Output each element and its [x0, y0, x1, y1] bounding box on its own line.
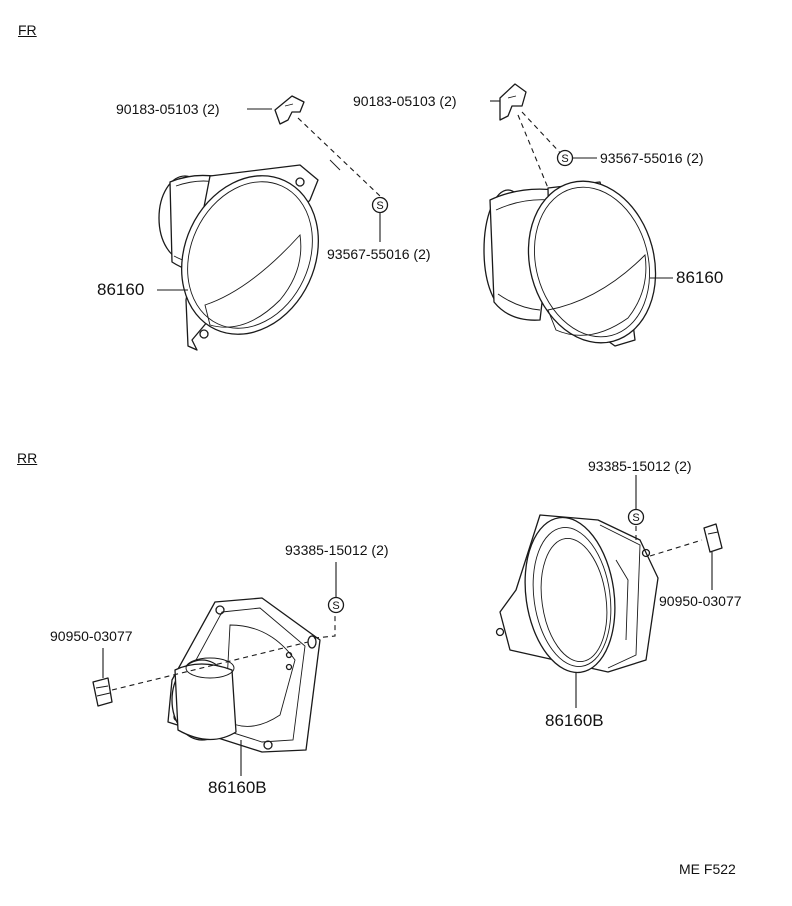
fr-left-speaker: [158, 164, 319, 351]
svg-text:S: S: [632, 512, 639, 524]
rr-left-screw-symbol: S: [327, 596, 345, 614]
fr-right-clip: [499, 83, 527, 121]
mount-hole: [495, 627, 505, 637]
part-number-rr-right-screw: 93385-15012 (2): [588, 458, 692, 474]
fr-right-speaker: [483, 180, 657, 347]
fr-left-screw-symbol: S: [371, 196, 389, 214]
svg-text:S: S: [332, 600, 339, 612]
figure-code: ME F522: [679, 861, 736, 877]
part-number-fr-right-speaker: 86160: [676, 268, 724, 287]
part-number-fr-left-screw: 93567-55016 (2): [327, 246, 431, 262]
mount-hole: [215, 605, 225, 615]
part-number-fr-left-clip: 90183-05103 (2): [116, 101, 220, 117]
part-number-rr-left-speaker: 86160B: [208, 778, 267, 797]
fr-right-screw-symbol: S: [556, 149, 574, 167]
rr-right-speaker: [495, 514, 659, 674]
rr-right-nut: [703, 523, 723, 553]
rr-left-nut: [92, 677, 113, 707]
mount-hole: [295, 177, 305, 187]
fr-left-clip: [274, 95, 305, 125]
mount-hole: [263, 740, 273, 750]
rr-right-screw-symbol: S: [627, 508, 645, 526]
part-number-fr-right-clip: 90183-05103 (2): [353, 93, 457, 109]
mount-hole: [199, 329, 209, 339]
part-number-fr-left-speaker: 86160: [97, 280, 145, 299]
part-number-rr-right-nut: 90950-03077: [659, 593, 742, 609]
rr-left-speaker: [167, 597, 321, 753]
part-number-fr-right-screw: 93567-55016 (2): [600, 150, 704, 166]
part-number-rr-right-speaker: 86160B: [545, 711, 604, 730]
section-label-front: FR: [18, 22, 37, 38]
mount-hole: [641, 548, 651, 558]
part-number-rr-left-nut: 90950-03077: [50, 628, 133, 644]
svg-text:S: S: [376, 200, 383, 212]
svg-text:S: S: [561, 153, 568, 165]
section-label-rear: RR: [17, 450, 38, 466]
part-number-rr-left-screw: 93385-15012 (2): [285, 542, 389, 558]
